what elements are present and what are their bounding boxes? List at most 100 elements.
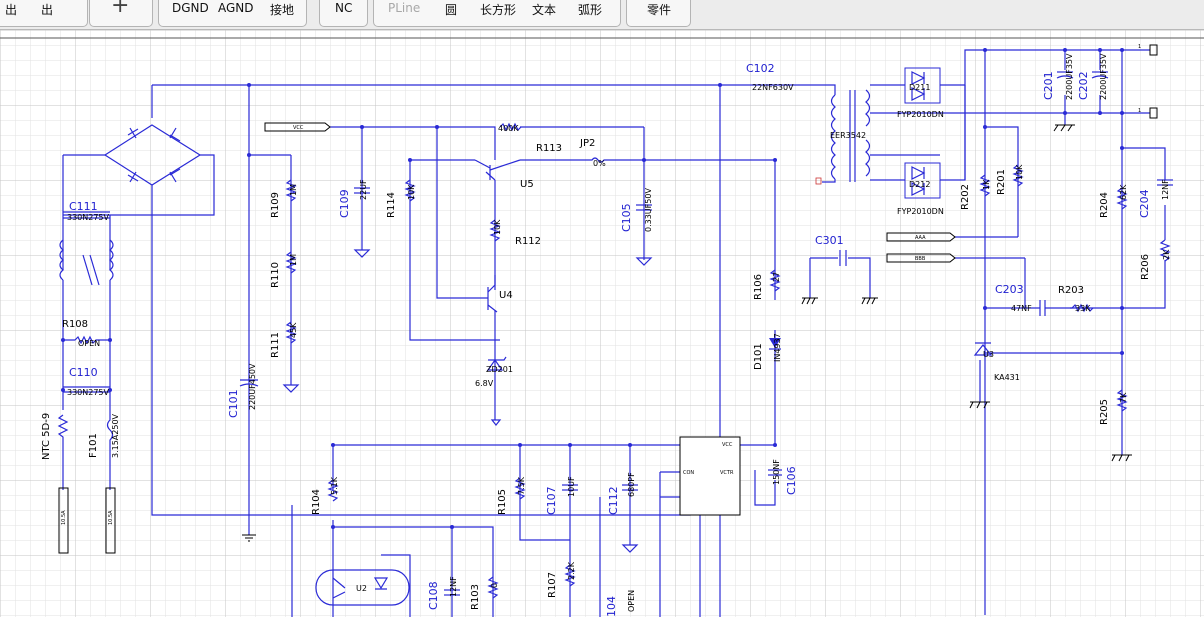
r113-resistor[interactable]: [499, 122, 522, 132]
ntc-thermistor[interactable]: [57, 414, 69, 490]
c101-capacitor[interactable]: [239, 379, 259, 387]
r201-resistor[interactable]: [1012, 164, 1024, 187]
label-c109: C109: [338, 189, 351, 218]
r205-resistor[interactable]: [1116, 389, 1128, 412]
input-terminal-n[interactable]: 10.5A: [105, 487, 116, 554]
svg-text:1: 1: [1138, 108, 1141, 114]
label-r202: R202: [960, 184, 971, 210]
bbb-port[interactable]: BBB: [886, 253, 956, 263]
label-u5: U5: [520, 179, 534, 190]
r107-resistor[interactable]: [564, 564, 576, 587]
f101-fuse[interactable]: [106, 410, 114, 490]
c301-capacitor[interactable]: [801, 250, 878, 305]
label-d211: D211: [909, 83, 930, 92]
svg-text:AAA: AAA: [915, 235, 926, 241]
value-d101: IN4937: [773, 333, 782, 362]
value-c203: 47NF: [1011, 304, 1032, 313]
circle-button[interactable]: 圆: [445, 3, 458, 17]
r111-resistor[interactable]: [285, 321, 297, 344]
label-f101: F101: [88, 433, 99, 458]
common-mode-choke[interactable]: [59, 239, 114, 410]
r109-resistor[interactable]: [285, 179, 297, 202]
c112-capacitor[interactable]: [621, 484, 639, 553]
u3-shunt-regulator[interactable]: [969, 342, 993, 409]
c110-capacitor[interactable]: [63, 386, 110, 393]
dgnd-button[interactable]: DGND: [172, 1, 209, 15]
value-r204: 62K: [1119, 184, 1128, 200]
input-terminal-l[interactable]: 10.5A: [58, 487, 69, 554]
text-button[interactable]: 文本: [532, 3, 557, 17]
label-r113: R113: [536, 143, 562, 154]
aaa-port[interactable]: AAA: [886, 232, 956, 242]
label-d101: D101: [753, 343, 764, 370]
r103-resistor[interactable]: [487, 576, 499, 599]
label-r103: R103: [470, 584, 481, 610]
r204-resistor[interactable]: [1116, 187, 1128, 210]
d211-diode[interactable]: [904, 67, 941, 104]
c107-capacitor[interactable]: [562, 484, 578, 491]
agnd-button[interactable]: AGND: [218, 1, 254, 15]
r114-resistor[interactable]: [404, 179, 416, 202]
schematic-canvas[interactable]: 10.5A 10.5A VCC: [0, 30, 1204, 617]
u4-transistor[interactable]: [478, 275, 498, 313]
label-jp2: JP2: [579, 138, 595, 149]
c108-capacitor[interactable]: [444, 589, 460, 596]
r110-resistor[interactable]: [285, 251, 297, 274]
c111-capacitor[interactable]: [63, 211, 110, 219]
u5-transistor[interactable]: [474, 159, 521, 181]
bridge-rectifier[interactable]: [103, 124, 202, 186]
svg-text:VCC: VCC: [293, 125, 304, 131]
label-u4: U4: [499, 290, 513, 301]
r106-resistor[interactable]: [769, 269, 781, 292]
r202-resistor[interactable]: [979, 174, 991, 197]
toolbar-group-ground: DGND AGND 接地: [158, 0, 307, 27]
output-terminal-neg[interactable]: 1: [1138, 107, 1158, 119]
parts-button[interactable]: 零件: [647, 3, 672, 17]
label-c108: C108: [427, 581, 440, 610]
c204-capacitor[interactable]: [1157, 179, 1173, 186]
jp2-jumper[interactable]: [580, 157, 620, 163]
r203-resistor[interactable]: [1045, 303, 1094, 313]
arc-button[interactable]: 弧形: [578, 3, 603, 17]
c105-capacitor[interactable]: [635, 204, 653, 266]
grid: [0, 30, 1204, 617]
d101-diode[interactable]: [769, 338, 781, 350]
zd201-zener[interactable]: [486, 356, 507, 426]
transformer-eer3542[interactable]: [815, 84, 871, 185]
value-c104: OPEN: [627, 590, 636, 612]
u2-optocoupler[interactable]: [315, 554, 411, 617]
output-terminal-pos[interactable]: 1: [1138, 44, 1158, 56]
label-u3: U3: [983, 350, 994, 359]
svg-text:10.5A: 10.5A: [61, 510, 67, 525]
value-u3: KA431: [994, 373, 1020, 382]
d212-diode[interactable]: [904, 162, 941, 199]
value-jp2: 0%: [593, 159, 606, 168]
svg-text:CON: CON: [683, 470, 694, 476]
value-r114: 10K: [407, 184, 416, 200]
controller-ic[interactable]: VCC VCTR CON: [679, 436, 741, 516]
nc-button[interactable]: NC: [335, 1, 353, 15]
r206-resistor[interactable]: [1159, 239, 1171, 262]
r104-resistor[interactable]: [327, 479, 339, 502]
toolbar-group-parts: 零件: [626, 0, 691, 27]
r105-resistor[interactable]: [514, 477, 526, 500]
output-button-1[interactable]: 出: [5, 3, 18, 17]
output-button-2[interactable]: 出: [41, 3, 54, 17]
r108-resistor[interactable]: [63, 335, 110, 345]
c201-capacitor[interactable]: [1056, 71, 1074, 79]
value-zd201: 6.8V: [475, 379, 494, 388]
toolbar-group-nc: NC: [319, 0, 368, 27]
value-r107: 2.2K: [567, 561, 576, 580]
c202-capacitor[interactable]: [1091, 71, 1109, 79]
r112-resistor[interactable]: [489, 219, 501, 242]
c106-capacitor[interactable]: [768, 469, 782, 476]
ground-button[interactable]: 接地: [270, 3, 295, 17]
label-r204: R204: [1099, 192, 1110, 218]
add-icon[interactable]: +: [111, 0, 130, 18]
value-f101: 3.15A250V: [111, 413, 120, 458]
label-c101: C101: [227, 389, 240, 418]
pline-button[interactable]: PLine: [388, 1, 421, 15]
vcc-port[interactable]: VCC: [264, 122, 331, 132]
c109-capacitor[interactable]: [353, 187, 371, 258]
rectangle-button[interactable]: 长方形: [480, 3, 517, 17]
